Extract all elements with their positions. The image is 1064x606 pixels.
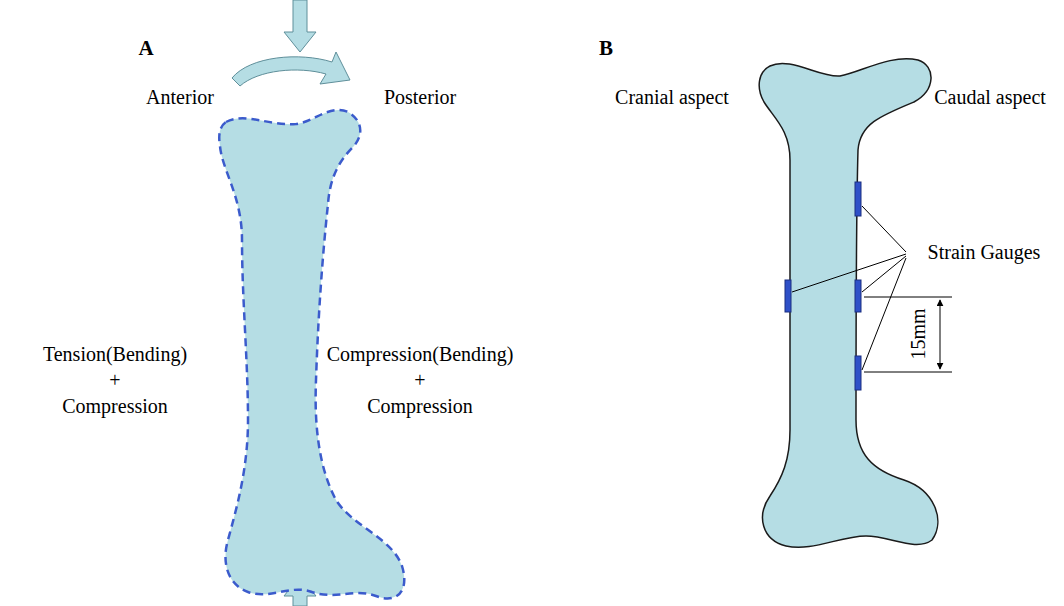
callout-label: Strain Gauges xyxy=(928,240,1041,264)
aspect-label: Posterior xyxy=(384,85,456,109)
aspect-label: Cranial aspect xyxy=(615,85,729,109)
strain-gauge xyxy=(855,280,861,312)
leader-lines xyxy=(792,206,906,370)
strain-gauge xyxy=(855,182,861,216)
load-label: Compression xyxy=(367,394,473,418)
load-arrow xyxy=(284,0,316,52)
aspect-label: Caudal aspect xyxy=(934,85,1046,109)
moment-arrow xyxy=(232,52,350,86)
load-label: + xyxy=(414,368,425,392)
dimension-line xyxy=(864,297,952,372)
load-label: Compression xyxy=(62,394,168,418)
load-label: Tension(Bending) xyxy=(43,342,187,366)
dimension-label: 15mm xyxy=(906,308,930,359)
load-label: + xyxy=(109,368,120,392)
strain-gauge xyxy=(855,356,861,390)
bone-outline xyxy=(759,59,938,548)
strain-gauge xyxy=(785,280,791,312)
aspect-label: Anterior xyxy=(146,85,214,109)
load-label: Compression(Bending) xyxy=(327,342,514,366)
panel-letter: B xyxy=(599,36,613,60)
panel-letter: A xyxy=(138,36,153,60)
